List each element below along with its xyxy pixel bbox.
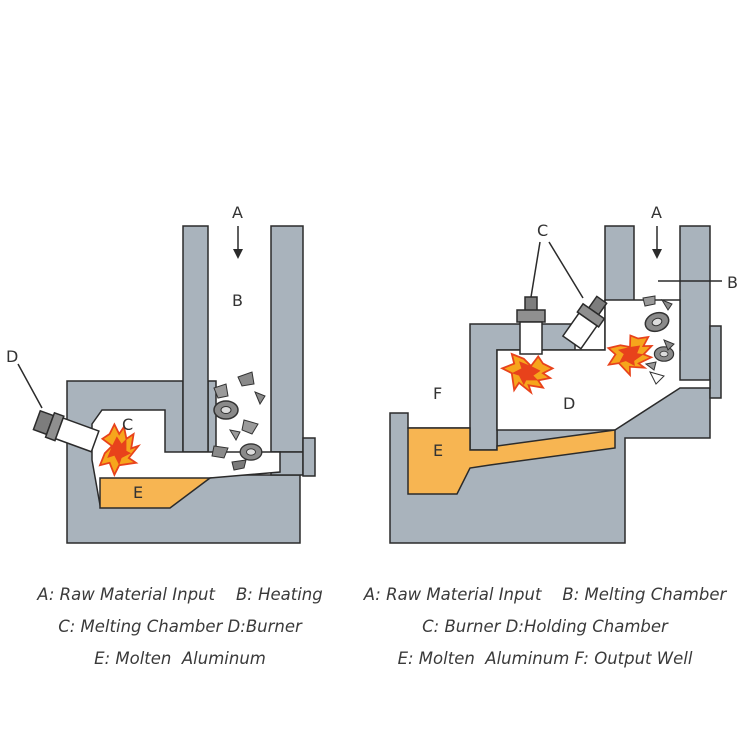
left-legend-line3: E: Molten Aluminum [94,649,266,668]
left-stack-left-wall [182,225,209,453]
left-outlet [302,437,316,477]
right-label-e: E [433,441,443,460]
left-stack-right-wall [270,225,304,453]
left-scrap-pile [211,371,266,471]
right-legend-line3: E: Molten Aluminum F: Output Well [397,649,693,668]
right-scrap-pile [641,295,675,385]
left-label-a: A [232,203,243,222]
right-burner-leader-angled [548,241,584,299]
right-legend-line1: A: Raw Material Input B: Melting Chamber [363,585,727,604]
right-furnace: A B C D E F [389,203,738,544]
left-feed-arrowhead [233,249,243,259]
right-holding-chamber [496,299,711,431]
right-angled-burner [561,295,608,350]
right-label-c: C [537,221,548,240]
left-burner-leader [17,363,43,409]
left-label-c: C [122,415,133,434]
left-furnace: A B C D E [6,203,316,544]
left-legend-line1: A: Raw Material Input B: Heating [37,585,323,604]
right-top-burner [516,296,546,355]
left-legend-line2: C: Melting Chamber D:Burner [58,617,302,636]
left-molten-pool [99,477,213,509]
right-label-f: F [433,384,442,403]
left-burner-nozzle [32,409,100,453]
right-outlet [709,325,722,399]
left-label-b: B [232,291,243,310]
right-label-b: B [727,273,738,292]
right-legend-line2: C: Burner D:Holding Chamber [422,617,668,636]
left-label-e: E [133,483,143,502]
right-label-d: D [563,394,575,413]
right-feed-arrowhead [652,249,662,259]
right-burner-leader-top [530,241,541,298]
right-label-a: A [651,203,662,222]
left-label-d: D [6,347,18,366]
right-molten-pool [407,427,616,495]
